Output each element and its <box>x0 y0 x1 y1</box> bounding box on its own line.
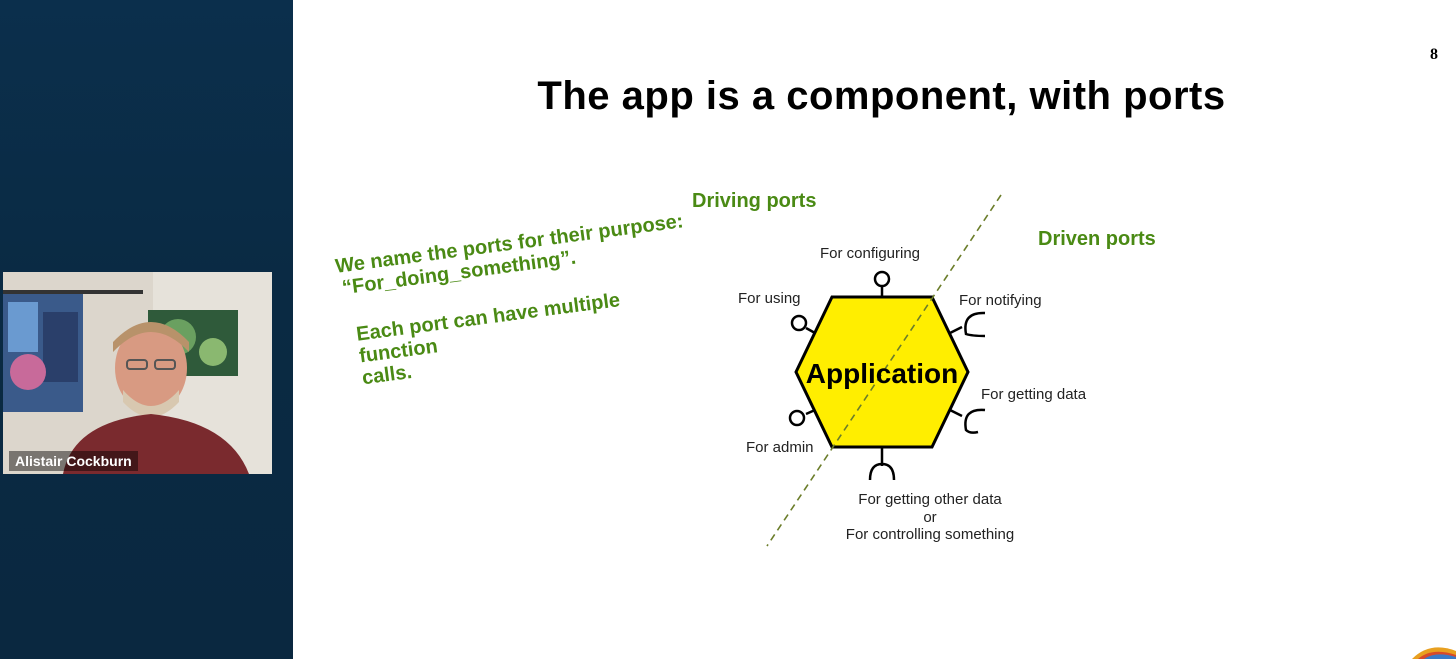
participant-panel: Alistair Cockburn <box>0 0 293 659</box>
port-label-other-data: For getting other data <box>858 491 1002 508</box>
port-other-data <box>868 462 896 481</box>
participant-name-tag: Alistair Cockburn <box>9 451 138 471</box>
port-label-getting-data: For getting data <box>981 386 1087 403</box>
corner-logo <box>1412 647 1456 659</box>
shared-slide: 8 The app is a component, with ports <box>293 0 1456 659</box>
participant-video <box>3 272 272 474</box>
slide-number: 8 <box>1430 46 1438 63</box>
driven-ports-label: Driven ports <box>1038 228 1156 250</box>
port-label-or: or <box>923 509 936 526</box>
port-notifying <box>964 311 986 338</box>
port-admin <box>788 409 806 427</box>
port-label-admin: For admin <box>746 439 814 456</box>
port-label-configuring: For configuring <box>820 245 920 262</box>
application-label: Application <box>806 358 958 389</box>
port-configuring <box>873 270 891 288</box>
participant-video-tile[interactable]: Alistair Cockburn <box>3 272 272 474</box>
port-using <box>790 314 808 332</box>
port-label-controlling: For controlling something <box>846 526 1014 543</box>
port-getting-data <box>964 408 986 434</box>
driving-ports-label: Driving ports <box>692 190 816 212</box>
port-label-using: For using <box>738 290 801 307</box>
slide-title: The app is a component, with ports <box>537 74 1226 118</box>
ports-divider-line <box>766 194 1002 547</box>
application-hexagon <box>794 295 970 449</box>
port-label-notifying: For notifying <box>959 292 1042 309</box>
